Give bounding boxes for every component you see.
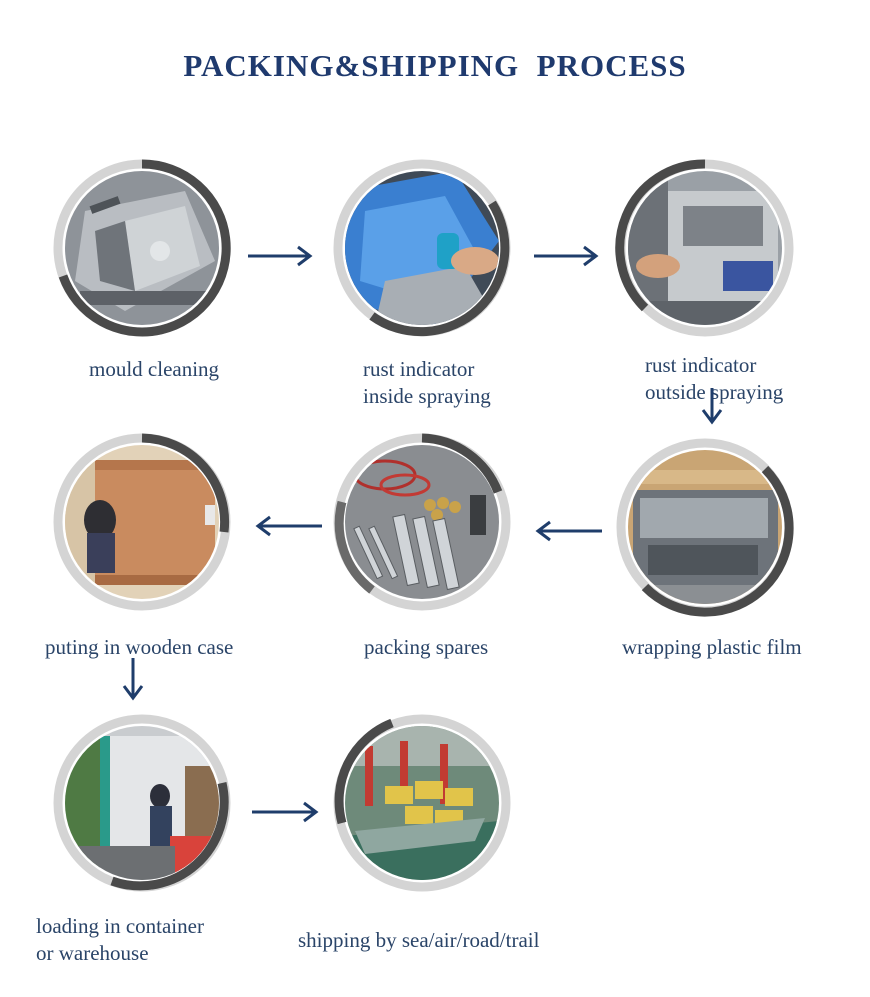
step-rust-indicator-outside bbox=[615, 158, 795, 338]
progress-ring bbox=[615, 159, 794, 337]
rust-indicator-outside-photo bbox=[628, 171, 782, 325]
progress-ring bbox=[616, 438, 794, 617]
progress-ring bbox=[333, 159, 511, 337]
step-label: shipping by sea/air/road/trail bbox=[298, 928, 540, 952]
step-label: puting in wooden case bbox=[45, 635, 234, 659]
shipping-photo bbox=[345, 726, 499, 880]
left-arrow bbox=[535, 520, 602, 542]
right-arrow bbox=[534, 245, 599, 267]
down-arrow bbox=[701, 388, 723, 425]
left-arrow bbox=[255, 515, 322, 537]
rust-indicator-inside-photo bbox=[345, 171, 499, 325]
right-arrow bbox=[248, 245, 313, 267]
step-loading-container bbox=[52, 713, 232, 893]
step-wooden-case bbox=[52, 432, 232, 612]
step-label: rust indicator outside spraying bbox=[645, 353, 784, 404]
progress-ring bbox=[53, 714, 231, 892]
progress-ring bbox=[53, 433, 231, 611]
page-title: PACKING&SHIPPING PROCESS bbox=[183, 48, 687, 83]
progress-ring bbox=[53, 159, 231, 337]
step-label: wrapping plastic film bbox=[622, 635, 802, 659]
progress-ring bbox=[333, 714, 511, 892]
step-label: packing spares bbox=[364, 635, 489, 659]
step-mould-cleaning bbox=[52, 158, 232, 338]
down-arrow bbox=[122, 658, 144, 701]
step-wrapping-plastic-film bbox=[615, 437, 795, 617]
wrapping-plastic-film-photo bbox=[628, 450, 782, 604]
step-label: loading in container or warehouse bbox=[36, 914, 204, 965]
loading-container-photo bbox=[65, 726, 219, 880]
right-arrow bbox=[252, 801, 319, 823]
step-label: mould cleaning bbox=[89, 357, 220, 381]
step-shipping bbox=[332, 713, 512, 893]
mould-cleaning-photo bbox=[65, 171, 219, 325]
step-rust-indicator-inside bbox=[332, 158, 512, 338]
progress-ring bbox=[333, 433, 511, 611]
step-label: rust indicator inside spraying bbox=[363, 357, 491, 408]
wooden-case-photo bbox=[65, 445, 219, 599]
step-packing-spares bbox=[332, 432, 512, 612]
packing-spares-photo bbox=[345, 445, 499, 599]
